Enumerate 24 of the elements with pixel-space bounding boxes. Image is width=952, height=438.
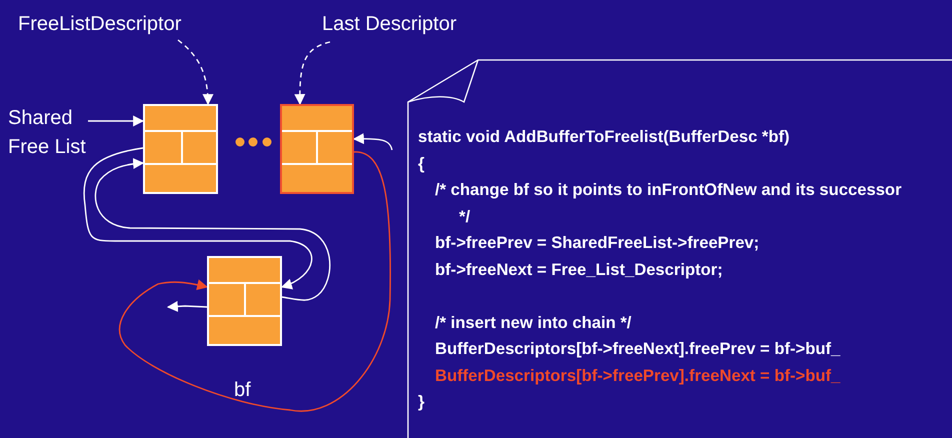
descriptor-box: [207, 256, 282, 346]
code-note: [408, 58, 952, 438]
code-line: bf->freePrev = SharedFreeList->freePrev;: [435, 232, 760, 254]
arrow: [166, 300, 208, 312]
code-line: bf->freeNext = Free_List_Descriptor;: [435, 258, 724, 280]
pointer-label: FreeListDescriptor: [18, 10, 196, 38]
code-line: BufferDescriptors[bf->freeNext].freePrev = bf->buf_: [435, 338, 842, 360]
pointer-label: Shared Free List: [8, 104, 88, 192]
code-line: /* insert new into chain */: [435, 312, 632, 334]
arrow: [119, 151, 391, 412]
pointer-label: bf: [234, 378, 251, 402]
arrow: [294, 41, 330, 106]
code-line: static void AddBufferToFreelist(BufferDesc *bf): [418, 126, 791, 148]
arrow: [94, 158, 330, 301]
arrow: [83, 147, 312, 289]
arrow: [352, 133, 393, 150]
descriptor-box: [143, 104, 218, 194]
arrow: [178, 39, 214, 106]
arrow: [88, 116, 144, 126]
highlighted-code-line: BufferDescriptors[bf->freePrev].freeNext = bf->buf_: [435, 364, 842, 386]
code-line: {: [418, 152, 426, 174]
pointer-label: Last Descriptor: [322, 10, 467, 38]
code-line: }: [418, 391, 426, 413]
descriptor-box: [280, 104, 354, 194]
